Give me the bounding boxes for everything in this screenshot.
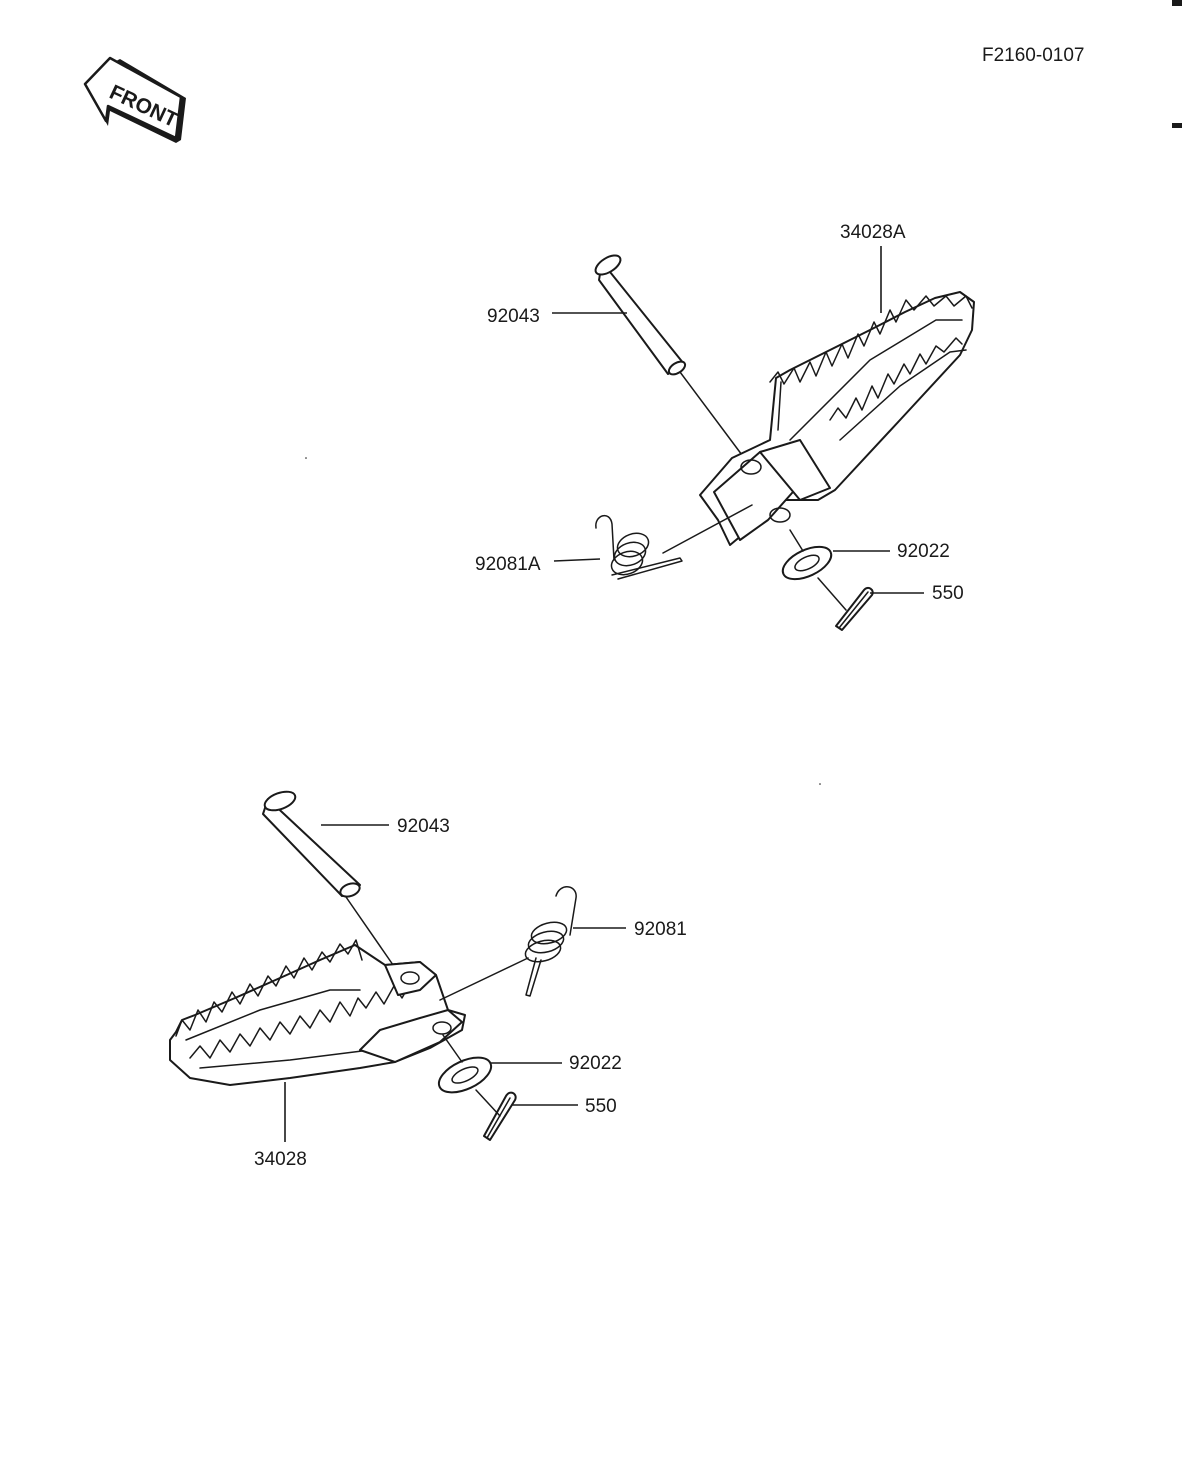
upper-footpeg [699,291,975,546]
margin-mark-middle [1172,123,1182,128]
lower-pin [262,790,361,898]
upper-assembly: 34028A 92043 92081A 92022 550 [475,222,975,631]
label-upper-washer: 92022 [897,541,950,562]
label-upper-spring: 92081A [475,554,541,575]
upper-pin [594,254,687,376]
lower-footpeg [169,939,466,1086]
upper-spring [595,514,683,580]
label-upper-pin: 92043 [487,306,540,327]
speck [305,457,307,459]
figure-code: F2160-0107 [982,45,1084,66]
lower-assembly: 92043 92081 92022 550 34028 [169,790,687,1170]
label-upper-cotter-pin: 550 [932,583,964,604]
lower-spring [524,886,577,997]
margin-mark-top [1172,0,1182,6]
label-lower-pin: 92043 [397,816,450,837]
upper-washer [781,545,833,581]
label-lower-spring: 92081 [634,919,687,940]
upper-cotter-pin [835,586,874,631]
front-arrow-icon: FRONT [83,56,186,143]
label-lower-washer: 92022 [569,1053,622,1074]
label-lower-cotter-pin: 550 [585,1096,617,1117]
label-lower-footpeg: 34028 [254,1149,307,1170]
label-upper-footpeg: 34028A [840,222,906,243]
lower-washer [437,1056,493,1094]
speck [819,783,821,785]
